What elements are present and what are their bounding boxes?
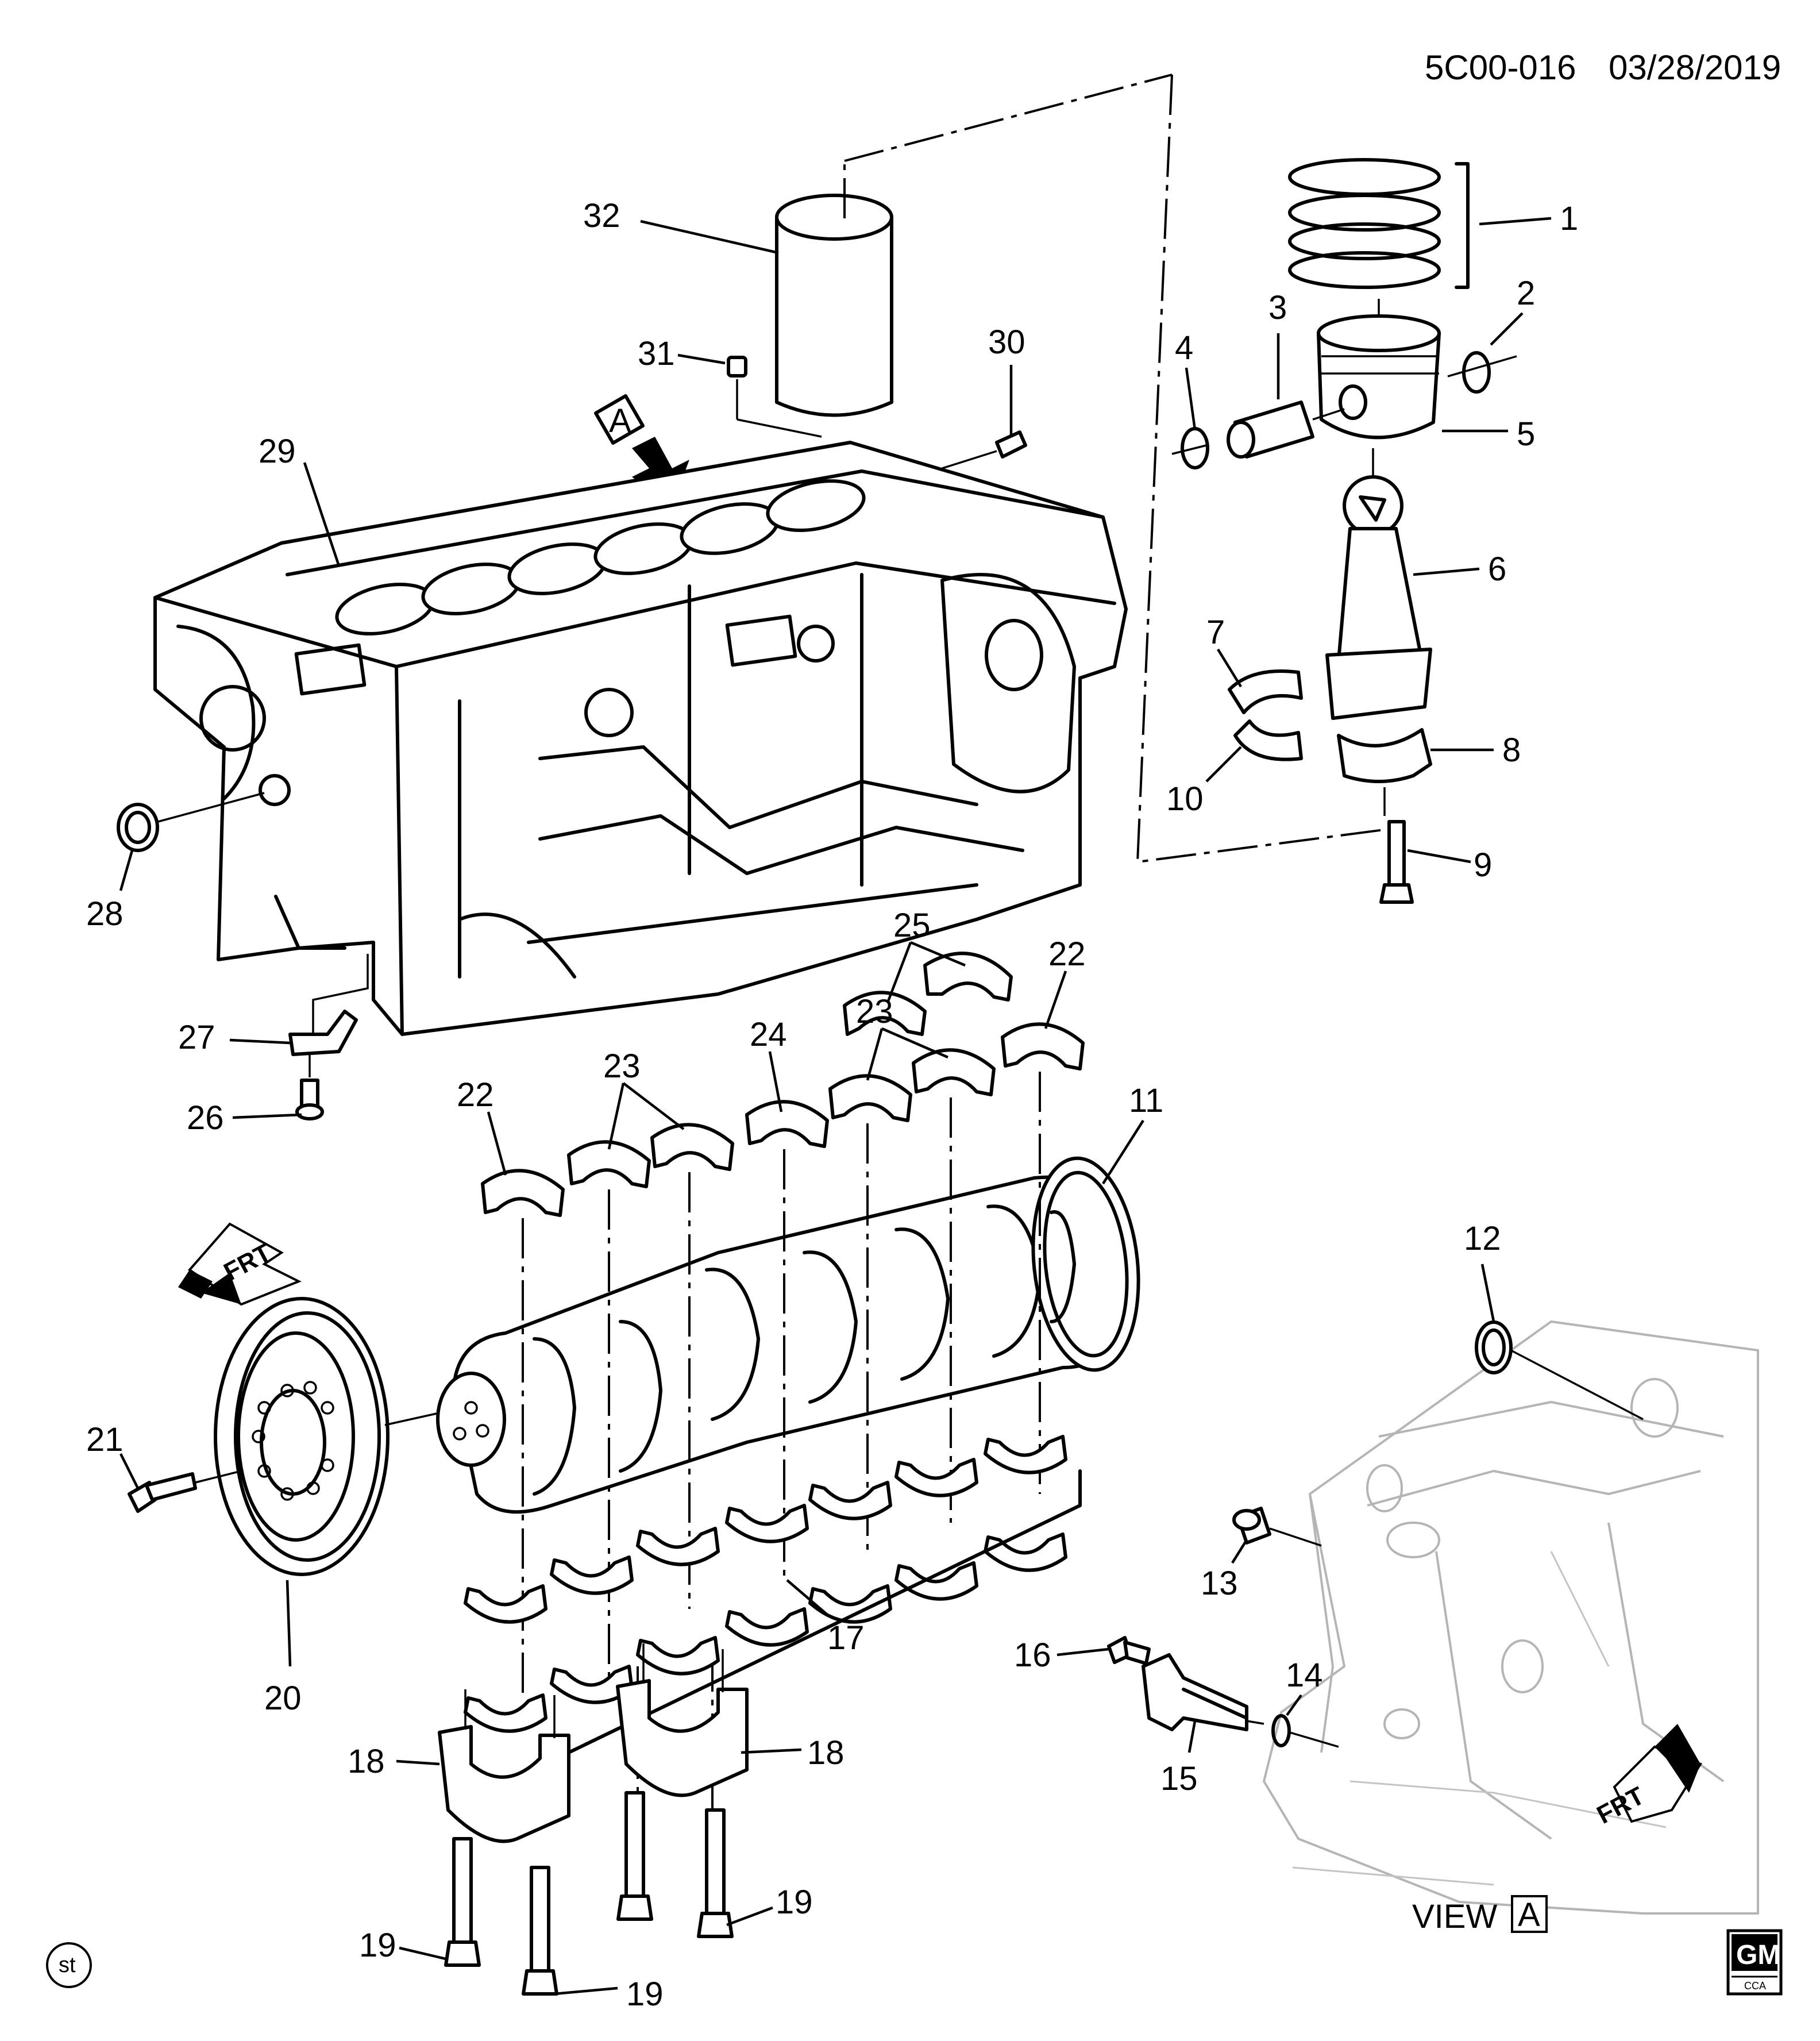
- dowel-pin[interactable]: [727, 356, 822, 438]
- callout-10: 10: [1166, 780, 1204, 818]
- piston-pin-retainer-right[interactable]: [1447, 351, 1517, 394]
- dowel-sleeve[interactable]: [942, 430, 1027, 469]
- callout-27: 27: [178, 1019, 215, 1056]
- diagram-code: 5C00-016: [1425, 48, 1576, 87]
- callout-20: 20: [264, 1680, 302, 1717]
- gm-logo: GM CCA: [1726, 1929, 1783, 1996]
- callout-23a: 23: [603, 1048, 641, 1085]
- block-plug[interactable]: [117, 792, 265, 852]
- connecting-rod-cap[interactable]: [1337, 728, 1432, 816]
- crankshaft-position-sensor[interactable]: [1142, 1653, 1264, 1731]
- st-mark: st: [46, 1942, 92, 1988]
- engine-block[interactable]: [153, 441, 1128, 1036]
- front-direction-arrow-left: FRT: [178, 1222, 302, 1306]
- oil-jet-bolt[interactable]: [295, 1054, 324, 1120]
- callout-16: 16: [1014, 1636, 1051, 1674]
- piston-rings[interactable]: [1288, 158, 1470, 289]
- cylinder-liner[interactable]: [775, 74, 1173, 417]
- crankshaft-thrust-washers[interactable]: [843, 952, 1013, 1036]
- diagram-date: 03/28/2019: [1609, 48, 1781, 87]
- callout-14: 14: [1286, 1657, 1323, 1694]
- callout-15: 15: [1160, 1760, 1198, 1797]
- callout-29: 29: [259, 433, 296, 470]
- callout-23b: 23: [856, 993, 893, 1030]
- piston-oil-jet[interactable]: [288, 954, 369, 1056]
- piston-pin[interactable]: [1227, 401, 1345, 459]
- sensor-sleeve[interactable]: [1232, 1507, 1322, 1547]
- main-bearing-cap-right[interactable]: [616, 1643, 749, 1797]
- callout-8: 8: [1502, 731, 1521, 769]
- gm-logo-sub: CCA: [1744, 1980, 1766, 1992]
- callout-19a: 19: [359, 1927, 396, 1964]
- crankshaft-balancer[interactable]: [214, 1297, 437, 1576]
- st-mark-text: st: [59, 1953, 76, 1977]
- view-label: VIEW: [1412, 1898, 1497, 1935]
- front-direction-arrow-right: FRT: [1592, 1724, 1702, 1830]
- crankshaft-rear-oil-seal[interactable]: [1475, 1320, 1644, 1420]
- sensor-o-ring[interactable]: [1271, 1714, 1339, 1748]
- connecting-rod-bearing-lower[interactable]: [1233, 719, 1303, 761]
- callout-leader-lines: [119, 217, 1552, 1996]
- view-a-arrow-label: A: [609, 402, 631, 440]
- callout-7: 7: [1206, 614, 1225, 651]
- callout-19c: 19: [776, 1884, 813, 1921]
- lower-main-bearings[interactable]: [464, 1435, 1082, 1794]
- callout-22a: 22: [457, 1076, 494, 1114]
- callout-18a: 18: [348, 1743, 385, 1780]
- callout-19b: 19: [626, 1975, 664, 2013]
- callout-1: 1: [1560, 200, 1578, 237]
- callout-31: 31: [638, 335, 675, 372]
- callout-5: 5: [1517, 415, 1535, 453]
- main-cap-bolts[interactable]: [444, 1791, 734, 1996]
- view-ref: A: [1518, 1896, 1540, 1934]
- crankshaft[interactable]: [436, 1153, 1148, 1514]
- balancer-bolt[interactable]: [128, 1470, 242, 1513]
- gm-logo-brand: GM: [1736, 1940, 1780, 1970]
- connecting-rod-bearing-upper[interactable]: [1228, 669, 1303, 714]
- callout-6: 6: [1488, 550, 1506, 588]
- upper-main-bearings[interactable]: [481, 1022, 1085, 1217]
- callout-13: 13: [1201, 1565, 1238, 1602]
- callout-3: 3: [1268, 289, 1287, 326]
- piston[interactable]: [1317, 299, 1441, 440]
- view-a-ghost-block: [1263, 1320, 1759, 1915]
- connecting-rod-bolt[interactable]: [1379, 820, 1414, 904]
- callout-11: 11: [1129, 1082, 1163, 1119]
- callout-9: 9: [1474, 846, 1492, 884]
- callout-22b: 22: [1048, 935, 1086, 973]
- callout-30: 30: [988, 324, 1025, 361]
- callout-18b: 18: [807, 1734, 845, 1772]
- callout-4: 4: [1175, 329, 1193, 367]
- connecting-rod[interactable]: [1325, 448, 1432, 720]
- liner-alignment-line: [1136, 74, 1402, 864]
- callout-17: 17: [827, 1619, 865, 1657]
- view-a-label: VIEW A: [1412, 1895, 1548, 1935]
- sensor-bolt[interactable]: [1107, 1636, 1151, 1665]
- main-bearing-cap-left[interactable]: [438, 1689, 570, 1843]
- callout-2: 2: [1517, 275, 1535, 312]
- callout-24: 24: [750, 1016, 787, 1053]
- callout-numbers: 1 2 3 4 5 6 7 8 9 10 11 12 13 14 15 16 1…: [86, 197, 1578, 2013]
- callout-32: 32: [583, 197, 620, 234]
- callout-12: 12: [1464, 1220, 1501, 1257]
- piston-pin-retainer-left[interactable]: [1171, 427, 1209, 469]
- callout-28: 28: [86, 895, 124, 933]
- callout-21: 21: [86, 1421, 124, 1458]
- callout-25: 25: [893, 907, 931, 944]
- callout-26: 26: [187, 1099, 224, 1137]
